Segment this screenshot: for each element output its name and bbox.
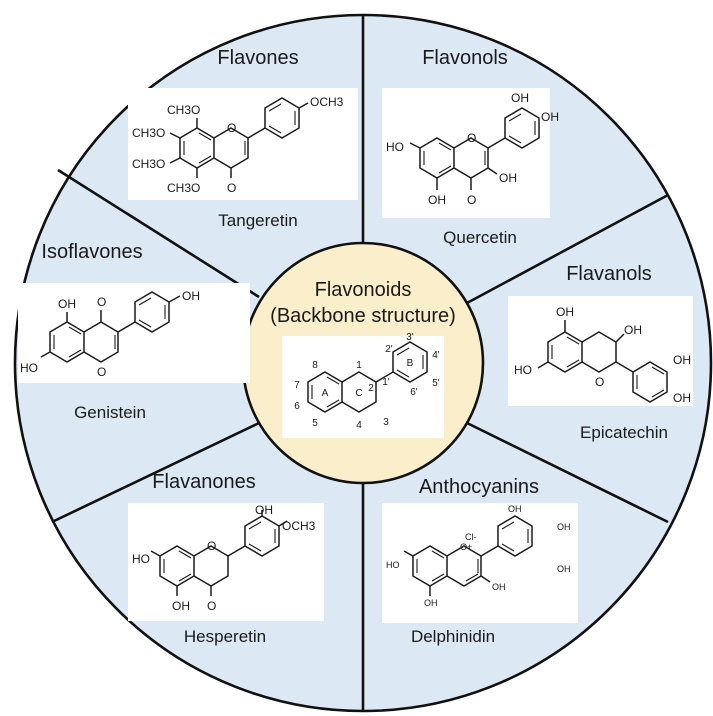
label-oh-2: OH bbox=[557, 522, 571, 532]
label-o-ring: O bbox=[467, 131, 476, 145]
divider-lower-left bbox=[51, 421, 260, 524]
divider-upper-right bbox=[466, 193, 669, 305]
backbone-structure: A C B 1 2 3 4 5 6 7 8 1' 2' 3' 4' 5' 6' bbox=[282, 332, 444, 438]
position-5: 5 bbox=[312, 418, 318, 429]
label-oh-2: OH bbox=[624, 323, 642, 337]
center-title-line2: (Backbone structure) bbox=[270, 305, 456, 327]
position-3: 3 bbox=[383, 417, 389, 428]
position-6-prime: 6' bbox=[410, 387, 418, 398]
class-title-anthocyanins: Anthocyanins bbox=[419, 476, 539, 498]
sector-flavanones: Flavanones OH OCH3 HO O OH O Hesperetin bbox=[128, 471, 324, 646]
position-5-prime: 5' bbox=[432, 378, 440, 389]
center-title-line1: Flavonoids bbox=[315, 279, 412, 301]
position-6: 6 bbox=[294, 401, 300, 412]
position-4: 4 bbox=[356, 420, 362, 431]
ring-label-a: A bbox=[322, 388, 329, 399]
sector-flavones: Flavones OCH3 CH3O CH3O CH3O CH3O O O Ta… bbox=[128, 47, 358, 230]
compound-tangeretin: Tangeretin bbox=[218, 211, 297, 230]
divider-lower-right bbox=[466, 421, 669, 524]
label-ch3o-4: CH3O bbox=[167, 181, 200, 195]
label-o-keto: O bbox=[97, 295, 106, 309]
label-ho-1: HO bbox=[20, 361, 38, 375]
compound-hesperetin: Hesperetin bbox=[184, 627, 266, 646]
label-oh-3: OH bbox=[557, 564, 571, 574]
label-oh-2: OH bbox=[541, 110, 559, 124]
ring-label-b: B bbox=[407, 358, 414, 369]
position-7: 7 bbox=[294, 380, 300, 391]
label-och3: OCH3 bbox=[282, 519, 316, 533]
label-oh-1: OH bbox=[511, 91, 529, 105]
class-title-flavonols: Flavonols bbox=[422, 47, 508, 69]
label-o-keto: O bbox=[227, 181, 236, 195]
position-4-prime: 4' bbox=[432, 350, 440, 361]
compound-quercetin: Quercetin bbox=[443, 228, 517, 247]
sector-anthocyanins: Anthocyanins Cl- O+ OH OH OH HO OH OH De… bbox=[382, 476, 578, 646]
label-oh-1: OH bbox=[58, 297, 76, 311]
position-1-prime: 1' bbox=[382, 377, 390, 388]
label-ho-1: HO bbox=[514, 363, 532, 377]
compound-genistein: Genistein bbox=[74, 403, 146, 422]
label-o-ring: O bbox=[227, 121, 236, 135]
label-o-ring: O bbox=[207, 539, 216, 553]
label-cl: Cl- bbox=[465, 532, 477, 542]
label-oh-4: OH bbox=[428, 193, 446, 207]
label-ho-1: HO bbox=[132, 552, 150, 566]
label-ho-1: HO bbox=[386, 140, 404, 154]
class-title-isoflavones: Isoflavones bbox=[41, 241, 142, 263]
label-och3-1: OCH3 bbox=[310, 95, 344, 109]
label-ch3o-3: CH3O bbox=[132, 157, 165, 171]
label-oh-4: OH bbox=[673, 391, 691, 405]
position-2-prime: 2' bbox=[385, 344, 393, 355]
compound-epicatechin: Epicatechin bbox=[580, 423, 668, 442]
label-o-keto: O bbox=[207, 599, 216, 613]
label-oh-1: OH bbox=[508, 504, 522, 514]
label-oh-2: OH bbox=[182, 289, 200, 303]
label-oh-3: OH bbox=[499, 171, 517, 185]
class-title-flavones: Flavones bbox=[217, 47, 298, 69]
label-o-keto: O bbox=[467, 193, 476, 207]
position-8: 8 bbox=[312, 360, 318, 371]
class-title-flavanones: Flavanones bbox=[152, 471, 255, 493]
label-ch3o-1: CH3O bbox=[167, 103, 200, 117]
label-oh-1: OH bbox=[255, 503, 273, 517]
sector-dividers bbox=[51, 15, 669, 711]
label-o-plus: O+ bbox=[460, 542, 472, 552]
sector-flavonols: Flavonols HO OH OH OH OH O O Quercetin bbox=[382, 47, 559, 247]
label-oh-5: OH bbox=[424, 598, 438, 608]
label-oh-2: OH bbox=[172, 599, 190, 613]
label-oh-3: OH bbox=[673, 353, 691, 367]
class-title-flavanols: Flavanols bbox=[566, 263, 652, 285]
sector-flavanols: Flavanols OH OH HO O OH OH Epicatechin bbox=[508, 263, 693, 442]
label-oh-1: OH bbox=[556, 305, 574, 319]
label-oh-4: OH bbox=[492, 582, 506, 592]
label-ho-1: HO bbox=[386, 560, 400, 570]
position-2: 2 bbox=[368, 383, 374, 394]
ring-label-c: C bbox=[355, 388, 362, 399]
label-o-ring: O bbox=[595, 375, 604, 389]
label-o-ring: O bbox=[97, 365, 106, 379]
position-3-prime: 3' bbox=[406, 332, 414, 343]
sector-isoflavones: Isoflavones OH O OH HO O Genistein bbox=[18, 241, 250, 422]
divider-upper-left bbox=[57, 168, 260, 299]
position-1: 1 bbox=[356, 360, 362, 371]
compound-delphinidin: Delphinidin bbox=[411, 627, 495, 646]
label-ch3o-2: CH3O bbox=[132, 126, 165, 140]
